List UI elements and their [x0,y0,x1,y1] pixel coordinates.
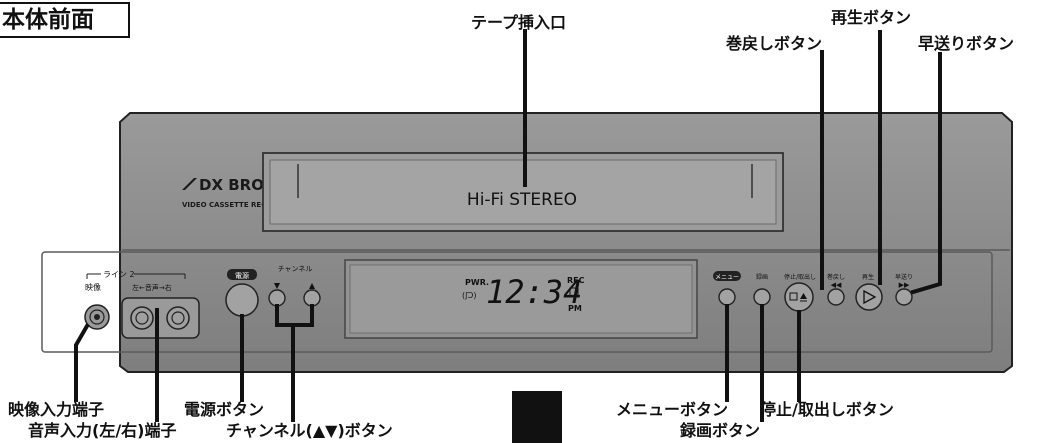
display-panel: PWR. (ʃƆ) 12:34 REC PM [344,259,698,339]
svg-text:ライン 2: ライン 2 [103,270,135,279]
power-button[interactable] [225,283,259,317]
svg-text:◀◀: ◀◀ [831,281,842,289]
svg-text:メニュー: メニュー [715,274,739,281]
pwr-text: PWR. [465,278,489,287]
svg-text:電源: 電源 [235,271,249,280]
channel-down-button[interactable] [268,289,286,307]
section-label: 本体前面 [0,2,130,38]
svg-text:巻戻し: 巻戻し [827,273,845,281]
label-ff-button: 早送りボタン [918,34,1015,53]
ff-button[interactable] [895,288,913,306]
line-ff [910,52,942,295]
label-audio-input: 音声入力(左/右)端子 [28,421,177,440]
svg-text:停止/取出し: 停止/取出し [784,273,816,281]
audio-right-jack[interactable] [166,306,190,330]
label-tape-slot: テープ挿入口 [471,13,567,32]
label-stop-eject-button: 停止/取出しボタン [760,400,894,419]
clock-text: 12:34 [486,273,582,311]
label-menu-button: メニューボタン [616,400,729,419]
input-terminals: ライン 2 映像 左←音声→右 [84,270,200,339]
svg-text:映像: 映像 [85,282,101,292]
label-play-button: 再生ボタン [831,8,912,27]
svg-text:早送り: 早送り [895,273,913,281]
rec-text: REC [567,276,585,285]
menu-button[interactable] [718,288,736,306]
svg-text:再生: 再生 [862,273,874,281]
svg-text:録画: 録画 [756,273,768,281]
model-text: VIDEO CASSETTE RECORDER VTR-100 [182,201,329,209]
label-record-button: 録画ボタン [680,421,761,440]
control-buttons: メニュー 録画 停止/取出し 巻戻し ◀◀ 再生 早送り ▶▶ [713,271,913,312]
power-button-group: 電源 [225,269,259,317]
rewind-button[interactable] [827,288,845,306]
svg-text:(ʃƆ): (ʃƆ) [462,291,477,300]
svg-text:チャンネル: チャンネル [278,265,313,273]
audio-left-jack[interactable] [130,306,154,330]
label-video-input: 映像入力端子 [8,400,105,419]
play-button[interactable] [855,283,883,311]
record-button[interactable] [753,288,771,306]
line-video-input [74,323,90,402]
channel-up-button[interactable] [303,289,321,307]
slot-text: Hi-Fi STEREO [467,190,577,210]
black-marker [512,391,562,443]
svg-text:▶▶: ▶▶ [899,281,910,289]
svg-text:左←音声→右: 左←音声→右 [132,283,172,292]
stop-eject-button[interactable] [784,282,814,312]
label-rewind-button: 巻戻しボタン [726,34,823,53]
label-power-button: 電源ボタン [184,400,265,419]
label-channel-buttons: チャンネル(▲▼)ボタン [226,421,393,440]
pm-text: PM [568,304,582,313]
callout-lines [74,29,942,422]
